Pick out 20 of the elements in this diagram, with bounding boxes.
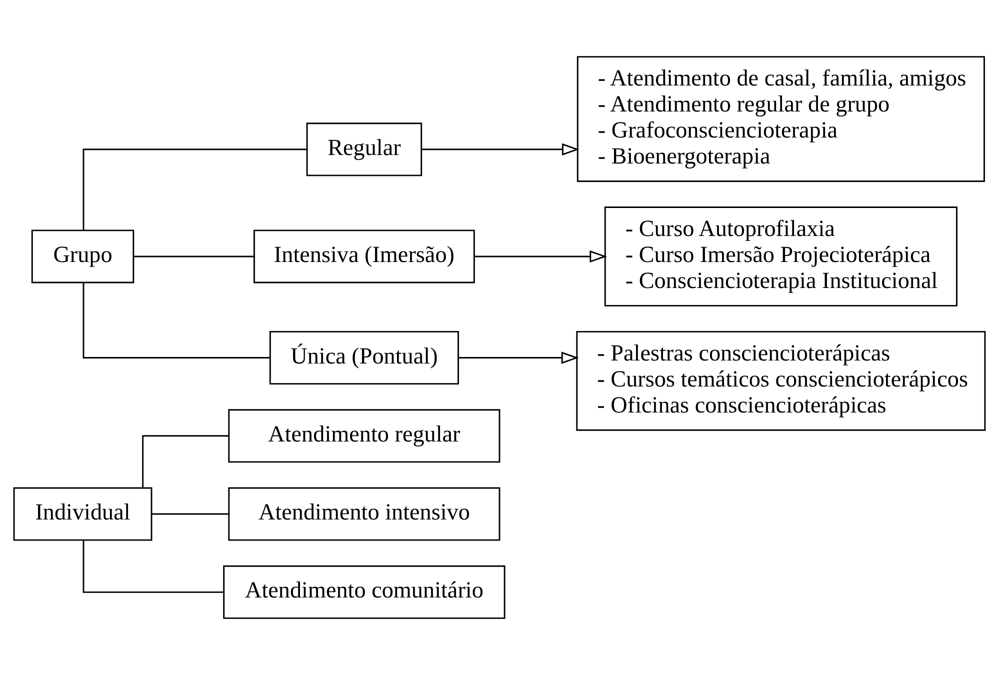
node-box: Grupo [31, 230, 134, 284]
connector [134, 256, 254, 258]
connector [142, 435, 228, 488]
node-box: - Curso Autoprofilaxia - Curso Imersão Projecioterápica - Consciencioterapia Institucional [604, 206, 958, 306]
arrow [474, 250, 608, 263]
node-box: Atendimento comunitário [223, 565, 506, 619]
node-box: - Atendimento de casal, família, amigos - Atendimento regular de grupo - Grafoconsciencioterapia - Bioenergoterapia [576, 56, 985, 182]
node-box: Regular [306, 122, 422, 176]
arrow [422, 143, 580, 156]
node-box: Atendimento intensivo [228, 487, 500, 541]
node-box: Intensiva (Imersão) [254, 230, 475, 284]
connector [82, 148, 307, 230]
node-box: Individual [13, 487, 152, 541]
node-box: - Palestras consciencioterápicas - Cursos temáticos consciencioterápicos - Oficinas consciencioterápicas [576, 330, 986, 431]
connector [152, 513, 228, 515]
arrow [458, 352, 579, 364]
connector [82, 282, 270, 358]
node-box: Única (Pontual) [269, 330, 459, 385]
connector [82, 540, 224, 593]
node-box: Atendimento regular [228, 409, 500, 463]
